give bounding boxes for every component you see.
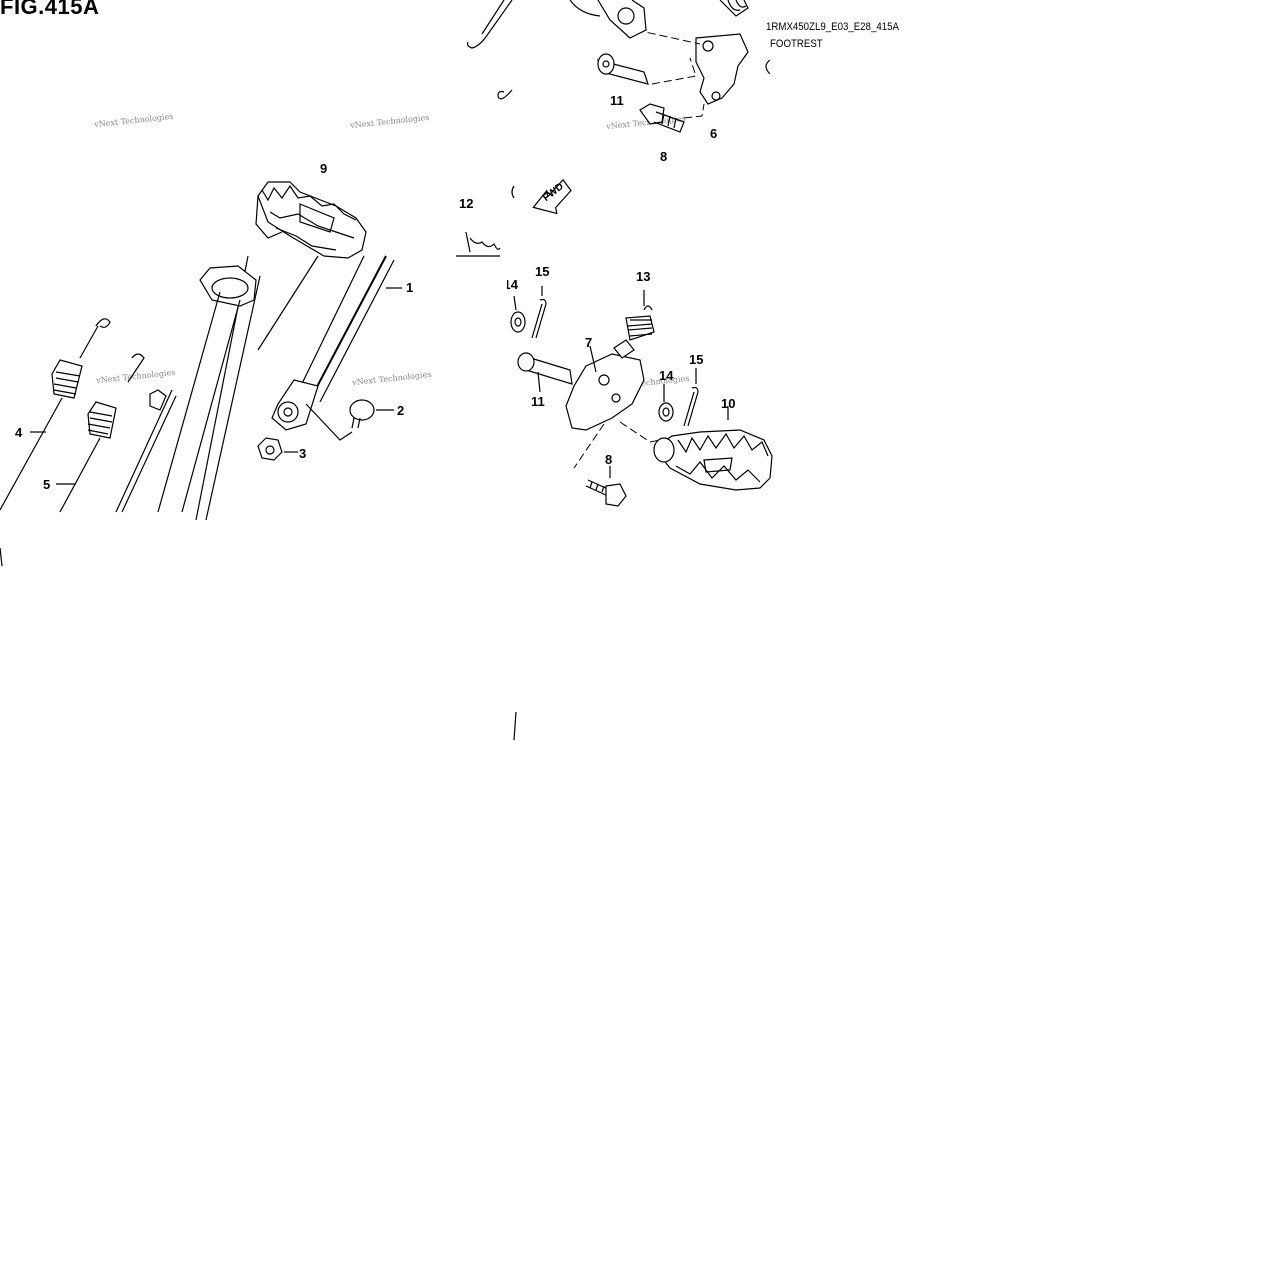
bolt-8b	[585, 466, 627, 507]
callout-5: 5	[43, 477, 51, 492]
callout-9: 9	[320, 161, 328, 176]
bolt-upper	[639, 103, 685, 133]
callout-8: 8	[605, 452, 613, 467]
footrest-10	[653, 406, 773, 491]
bracket-7	[565, 339, 661, 469]
callout-6: 6	[710, 126, 718, 141]
callout-10: 10	[721, 396, 736, 411]
spring-12	[456, 231, 501, 257]
callout-15: 15	[535, 264, 550, 279]
callout-1: 1	[406, 280, 414, 295]
footrest-bracket-upper	[635, 0, 771, 119]
callout-13: 13	[636, 269, 651, 284]
callout-2: 2	[397, 403, 405, 418]
hook-wire	[466, 0, 513, 100]
callout-14: 14	[659, 368, 674, 383]
callout-3: 3	[299, 446, 307, 461]
callout-4: 4	[15, 425, 23, 440]
figure-title: FIG.415A	[0, 0, 100, 19]
fwd-arrow	[511, 178, 572, 215]
bolt-2	[349, 399, 394, 429]
callout-14: 14	[507, 277, 518, 292]
pin-upper	[597, 53, 649, 85]
callout-8: 8	[660, 149, 668, 164]
callout-7: 7	[585, 335, 593, 350]
washer-14b	[658, 384, 674, 422]
cotter-pin-15a	[531, 286, 547, 339]
cotter-pin-15b	[683, 368, 699, 427]
callout-12: 12	[459, 196, 474, 211]
edge-marks	[0, 547, 517, 741]
figure-code: 1RMX450ZL9_E03_E28_415A	[766, 21, 899, 33]
side-stand	[115, 255, 402, 521]
callout-15: 15	[689, 352, 704, 367]
callout-11: 11	[610, 93, 624, 108]
spring-4	[0, 318, 111, 511]
section-title: FOOTREST	[770, 38, 823, 50]
spring-5	[56, 353, 145, 513]
callout-11: 11	[531, 394, 545, 409]
washer-14a	[510, 295, 526, 333]
footrest-9	[255, 181, 367, 259]
pivot-upper	[569, 0, 647, 39]
nut-3	[257, 437, 298, 461]
pin-11b	[517, 352, 573, 393]
pin-small	[149, 389, 167, 411]
